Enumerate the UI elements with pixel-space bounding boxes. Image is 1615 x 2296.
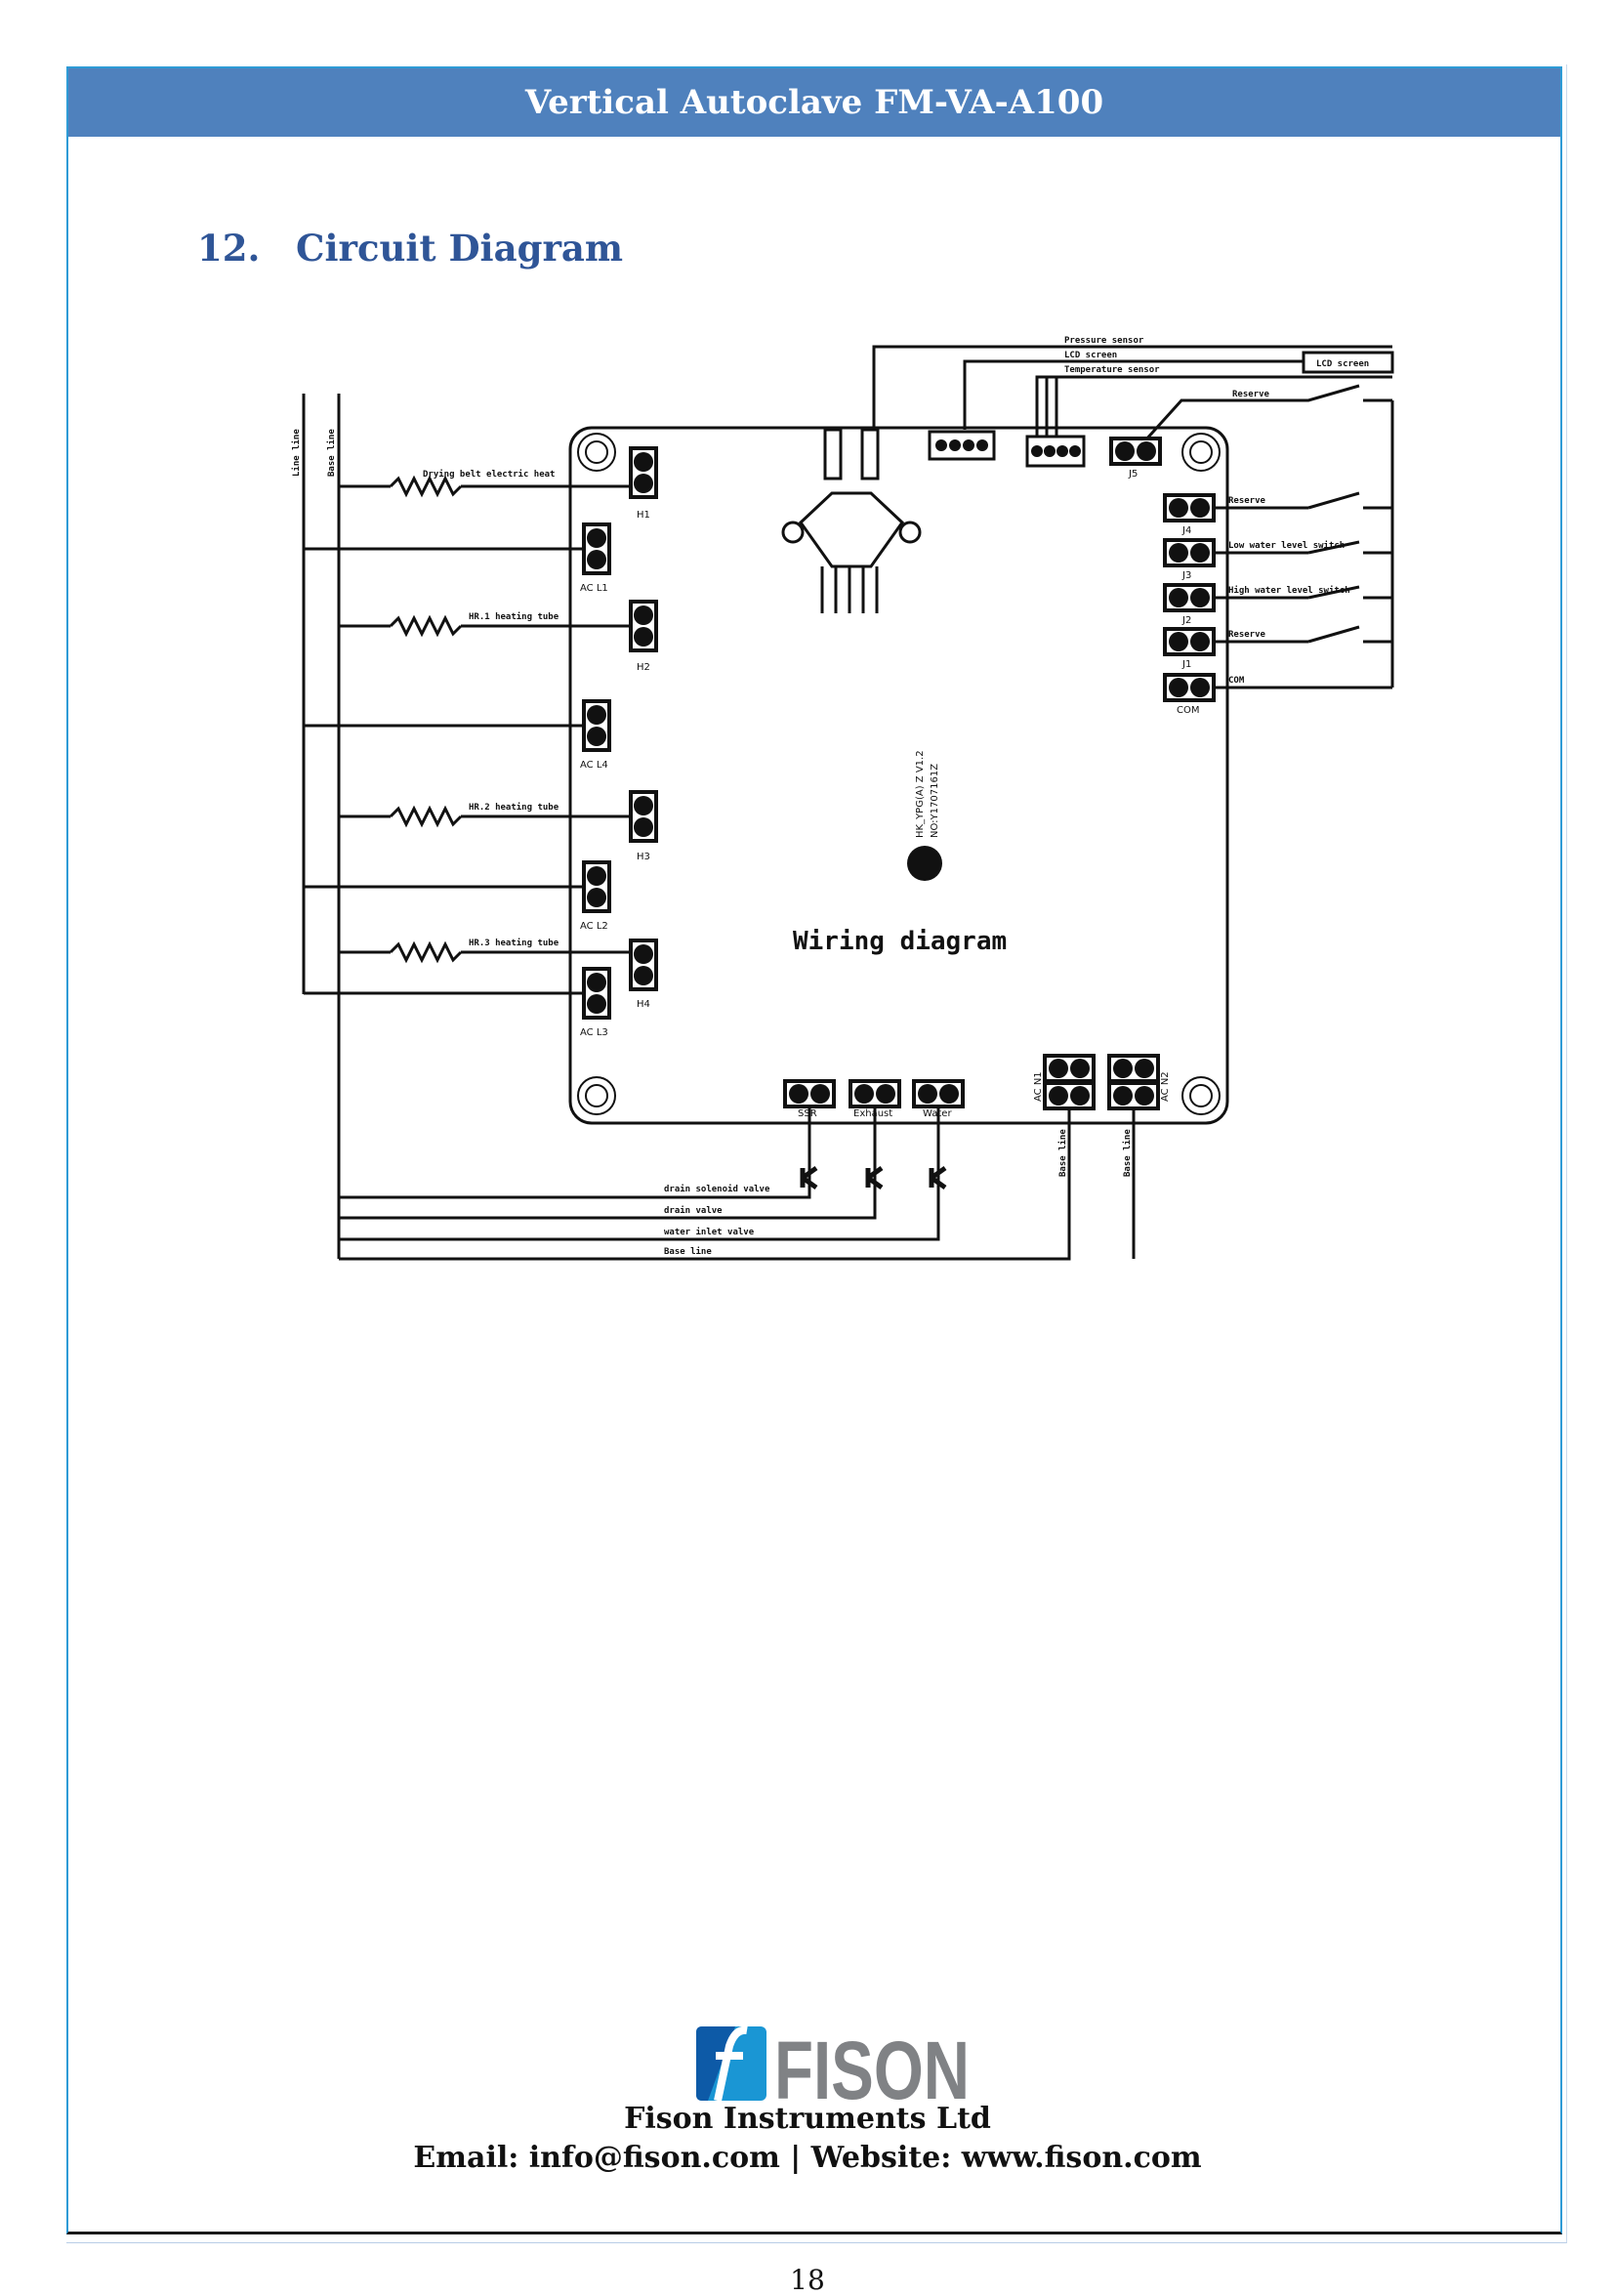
- connector-ac-l4: [582, 699, 611, 752]
- heater-resistor-icon: [389, 477, 463, 496]
- heater-resistor-icon: [389, 807, 463, 826]
- reserve-label: Reserve: [1232, 390, 1270, 399]
- connector-label: AC L4: [580, 760, 608, 771]
- document-title: Vertical Autoclave FM-VA-A100: [524, 83, 1104, 122]
- connector-label: SSR: [798, 1108, 817, 1119]
- connector-h1: [629, 446, 658, 499]
- heater-label: Drying belt electric heat: [423, 469, 555, 480]
- connector-label: H1: [637, 510, 650, 521]
- connector-label: Exhaust: [853, 1108, 892, 1119]
- base-bus-label: Base line: [326, 429, 337, 477]
- connector-h4: [629, 939, 658, 991]
- heater-label: HR.1 heating tube: [469, 611, 559, 622]
- valve-label: drain solenoid valve: [664, 1184, 770, 1194]
- heater-resistor-icon: [389, 942, 463, 962]
- switch-label: Reserve: [1228, 496, 1266, 506]
- connector-ac-l2: [582, 860, 611, 913]
- connector-ac-n2: [1107, 1081, 1160, 1110]
- connector-label: J1: [1181, 659, 1191, 670]
- connector-label: Water: [923, 1108, 952, 1119]
- connector-label: H3: [637, 852, 650, 862]
- section-number: 12.: [197, 227, 261, 270]
- lcd-label: LCD screen: [1064, 351, 1117, 360]
- indicator-dot: [907, 846, 942, 881]
- connector-water: [912, 1079, 965, 1108]
- document-header: Vertical Autoclave FM-VA-A100: [68, 68, 1560, 137]
- switch-label: Low water level switch: [1228, 540, 1345, 551]
- line-bus-label: Line line: [291, 429, 302, 477]
- page-number: 18: [790, 2264, 825, 2296]
- valve-label: drain valve: [664, 1205, 723, 1216]
- connector-label: AC N1: [1033, 1071, 1044, 1102]
- heater-label: HR.2 heating tube: [469, 802, 559, 813]
- board-title: Wiring diagram: [793, 927, 1007, 956]
- wiring: [302, 345, 1394, 1261]
- connector-ac-n1: [1043, 1081, 1096, 1110]
- connector-j2: [1163, 583, 1216, 612]
- connector-j5: [1109, 437, 1162, 466]
- connector-label: AC L3: [580, 1027, 608, 1038]
- switch-label: High water level switch: [1228, 585, 1350, 596]
- connector-ac-n1: [1043, 1054, 1096, 1083]
- fison-logo: FISON: [696, 2026, 970, 2105]
- lcd-screen-box-label: LCD screen: [1316, 359, 1369, 369]
- contact-info: Email: info@fison.com | Website: www.fis…: [413, 2141, 1202, 2175]
- connector-j3: [1163, 538, 1216, 567]
- connector-ac-n2: [1107, 1054, 1160, 1083]
- connector-ac-l1: [582, 522, 611, 575]
- connector-j1: [1163, 627, 1216, 656]
- pressure-sensor-label: Pressure sensor: [1064, 336, 1144, 346]
- section-heading: 12. Circuit Diagram: [197, 227, 623, 270]
- page-border: [66, 66, 1562, 2234]
- connector-label: J2: [1181, 615, 1191, 626]
- connector-label: AC L1: [580, 583, 608, 594]
- connector-exhaust: [849, 1079, 901, 1108]
- connector-label: J5: [1128, 469, 1138, 480]
- base-line-label: Base line: [1122, 1129, 1133, 1177]
- section-title: Circuit Diagram: [296, 227, 624, 270]
- temperature-connector: [1025, 435, 1086, 468]
- heater-label: HR.3 heating tube: [469, 938, 559, 948]
- mounting-hole-icon: [577, 433, 616, 472]
- pcb-board-outline: [568, 426, 1229, 1125]
- connector-label: H4: [637, 999, 650, 1010]
- connector-h3: [629, 790, 658, 843]
- connector-label: COM: [1177, 705, 1199, 716]
- connector-label: J4: [1181, 525, 1191, 536]
- connector-h2: [629, 600, 658, 652]
- connector-j4: [1163, 493, 1216, 522]
- connector-label: AC N2: [1160, 1071, 1171, 1102]
- connector-com: [1163, 673, 1216, 702]
- mounting-hole-icon: [577, 1076, 616, 1115]
- heater-resistor-icon: [389, 616, 463, 636]
- mounting-hole-icon: [1181, 1076, 1221, 1115]
- base-line-label: Base line: [1057, 1129, 1068, 1177]
- board-id-label: HK_YPG(A) Z V1.2: [915, 750, 926, 838]
- board-serial-label: NO:Y1707161Z: [930, 764, 940, 838]
- connector-ssr: [783, 1079, 836, 1108]
- connector-label: AC L2: [580, 921, 608, 932]
- connector-ac-l3: [582, 967, 611, 1020]
- pressure-sensor-body: [799, 491, 904, 568]
- logo-wordmark: FISON: [774, 2026, 970, 2105]
- mounting-hole-icon: [1181, 433, 1221, 472]
- lcd-connector: [928, 430, 996, 461]
- temperature-sensor-label: Temperature sensor: [1064, 365, 1160, 375]
- company-name: Fison Instruments Ltd: [624, 2102, 991, 2136]
- page-border-shadow: [66, 64, 1567, 2243]
- switch-label: Reserve: [1228, 630, 1266, 640]
- switch-label: COM: [1228, 676, 1245, 686]
- connector-label: H2: [637, 662, 650, 673]
- connector-label: J3: [1181, 570, 1191, 581]
- base-line-label: Base line: [664, 1246, 712, 1257]
- valve-label: water inlet valve: [664, 1227, 755, 1237]
